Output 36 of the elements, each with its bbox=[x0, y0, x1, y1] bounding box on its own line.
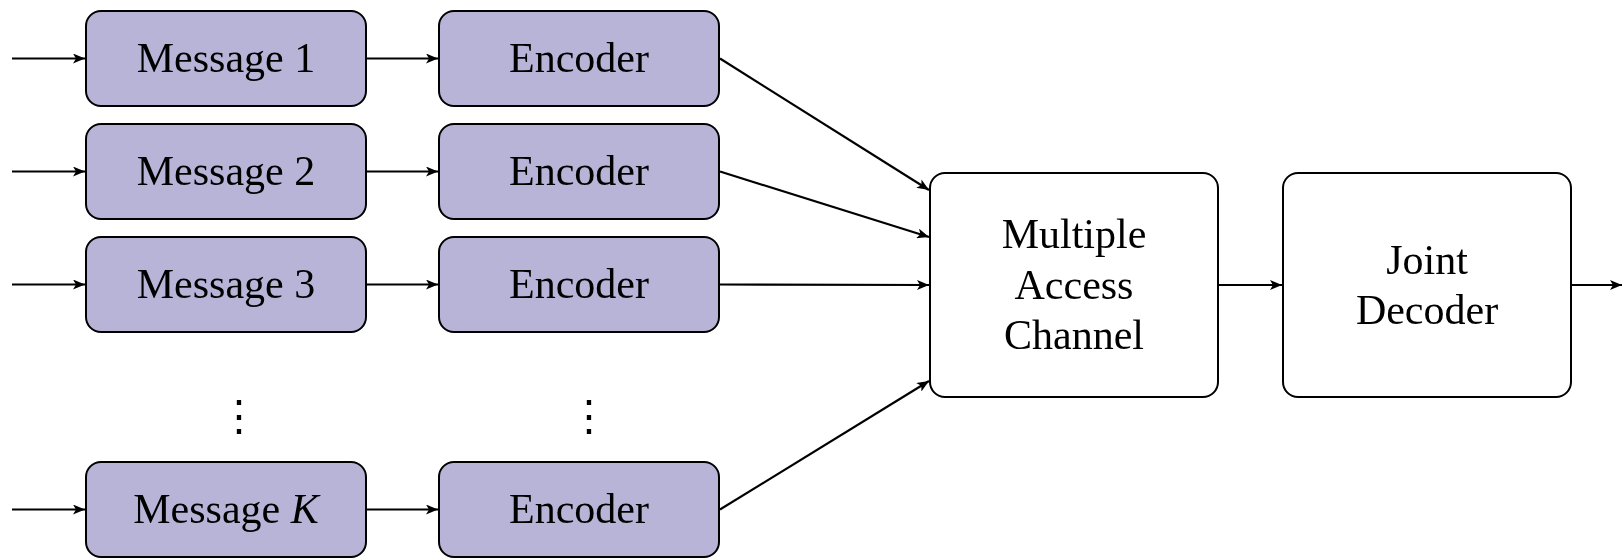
message-box bbox=[85, 10, 367, 107]
encoder-box bbox=[438, 10, 720, 107]
arrow bbox=[12, 504, 85, 515]
encoder-box bbox=[438, 123, 720, 220]
arrow bbox=[719, 57, 930, 191]
node-label: Message 3 bbox=[136, 260, 316, 310]
arrow bbox=[719, 380, 930, 511]
arrow bbox=[719, 170, 930, 239]
arrow bbox=[367, 166, 438, 177]
decoder-box bbox=[1282, 172, 1572, 398]
node-label: Message 2 bbox=[136, 147, 316, 197]
arrow bbox=[12, 53, 85, 64]
node-label: Encoder bbox=[509, 34, 649, 84]
node-label: Encoder bbox=[509, 260, 649, 310]
node-label: Multiple Access Channel bbox=[1000, 210, 1148, 361]
arrow bbox=[367, 53, 438, 64]
message-box bbox=[85, 123, 367, 220]
node-label: Encoder bbox=[509, 147, 649, 197]
arrow bbox=[12, 279, 85, 290]
arrow bbox=[1572, 280, 1622, 290]
arrow bbox=[720, 279, 929, 290]
message-box bbox=[85, 461, 367, 558]
arrow bbox=[367, 279, 438, 290]
channel-box bbox=[929, 172, 1219, 398]
node-label: Message 1 bbox=[136, 34, 316, 84]
message-box bbox=[85, 236, 367, 333]
node-label: Message K bbox=[133, 485, 319, 535]
arrow bbox=[12, 166, 85, 177]
arrow bbox=[367, 504, 438, 515]
vertical-ellipsis: ⋮ bbox=[568, 395, 610, 437]
arrow bbox=[1219, 280, 1282, 290]
vertical-ellipsis: ⋮ bbox=[218, 395, 260, 437]
encoder-box bbox=[438, 236, 720, 333]
node-label: Joint Decoder bbox=[1354, 235, 1500, 335]
encoder-box bbox=[438, 461, 720, 558]
node-label: Encoder bbox=[509, 485, 649, 535]
